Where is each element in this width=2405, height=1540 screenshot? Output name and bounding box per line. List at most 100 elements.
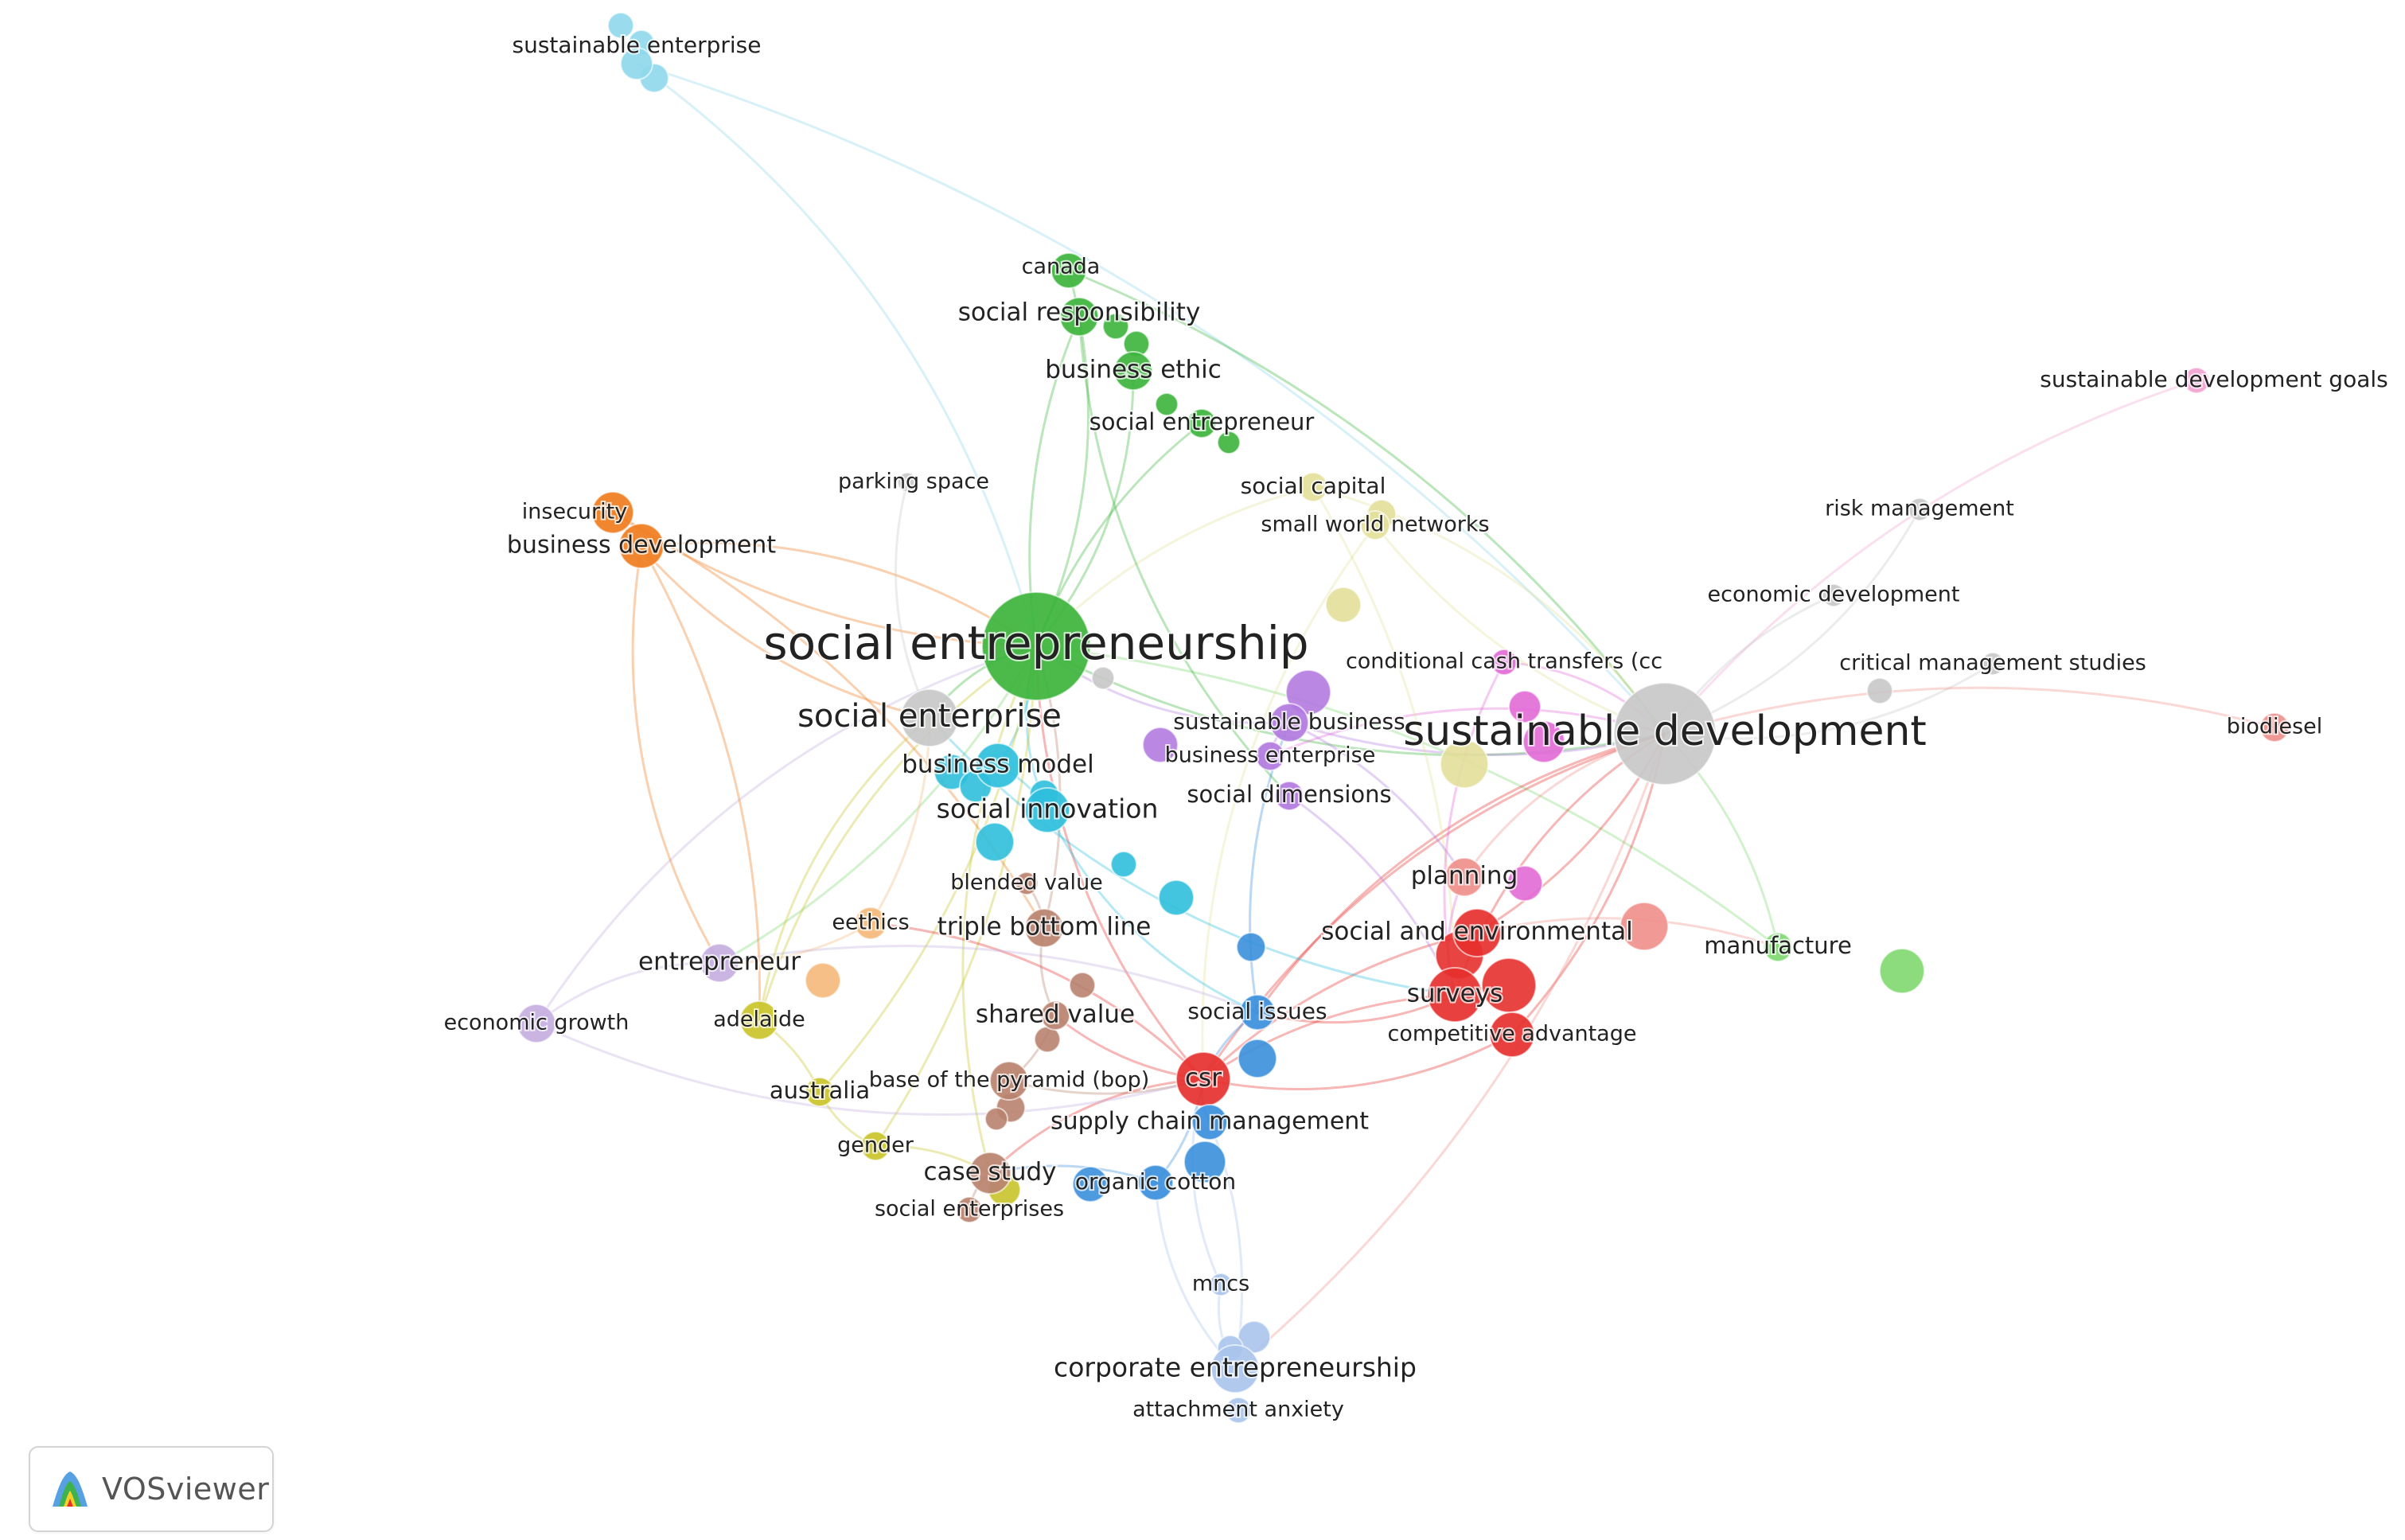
node-blended-value[interactable] — [1015, 871, 1039, 895]
node-sustainable-development-goals[interactable] — [2183, 367, 2210, 394]
node-unlabeled-12[interactable] — [1142, 727, 1179, 763]
node-social-innovation[interactable] — [1024, 787, 1070, 833]
node-unlabeled-29[interactable] — [1069, 972, 1096, 999]
node-shared-value[interactable] — [1040, 1000, 1070, 1031]
node-base-of-the-pyramid[interactable] — [989, 1061, 1029, 1101]
label-social-enterprise: social enterprise — [797, 698, 1062, 735]
node-business-development[interactable] — [618, 523, 665, 569]
node-unlabeled-6[interactable] — [1155, 392, 1179, 416]
node-surveys[interactable] — [1427, 967, 1483, 1023]
label-sustainable-business: sustainable business — [1173, 708, 1405, 735]
node-planning[interactable] — [1444, 857, 1484, 897]
node-triple-bottom-line[interactable] — [1024, 908, 1064, 948]
node-unlabeled-20[interactable] — [975, 822, 1015, 862]
label-business-ethic: business ethic — [1045, 356, 1222, 384]
node-social-issues[interactable] — [1239, 994, 1276, 1031]
link-social-entrepreneurship-business-development — [641, 541, 1037, 648]
node-unlabeled-28[interactable] — [1879, 948, 1925, 994]
node-parking-space[interactable] — [897, 472, 918, 493]
network-nodes — [516, 12, 2290, 1424]
link-entrepreneur-social-issues — [719, 945, 1258, 1014]
node-business-model[interactable] — [975, 743, 1021, 789]
node-supply-chain-management[interactable] — [1191, 1104, 1228, 1140]
node-social-entrepreneur[interactable] — [1187, 408, 1217, 439]
link-social-entrepreneurship-entrepreneur — [719, 645, 1038, 965]
node-sustainable-business[interactable] — [1269, 703, 1309, 743]
link-canada-sustainable-development — [1068, 269, 1666, 735]
node-unlabeled-24[interactable] — [1620, 902, 1669, 951]
link-business-development-entrepreneur — [631, 545, 721, 964]
node-canada[interactable] — [1050, 252, 1087, 289]
node-case-study[interactable] — [969, 1152, 1012, 1195]
node-attachment-anxiety[interactable] — [1225, 1397, 1252, 1424]
node-manufacture[interactable] — [1763, 932, 1793, 962]
node-unlabeled-14[interactable] — [1522, 720, 1565, 763]
node-social-enterprise[interactable] — [900, 688, 959, 747]
link-social-responsibility-social-dimensions — [1078, 316, 1291, 797]
link-social-entrepreneurship-insecurity — [612, 511, 1037, 648]
link-entrepreneur-economic-growth — [536, 961, 720, 1025]
link-sustainable-development-corporate-entrepreneurship — [1234, 733, 1666, 1370]
link-sustainable-development-business-enterprise — [1269, 707, 1666, 758]
node-unlabeled-4[interactable] — [1102, 313, 1129, 340]
node-sustainable-development[interactable] — [1613, 682, 1717, 786]
node-unlabeled-25[interactable] — [1507, 865, 1543, 902]
node-conditional-cash-transfers[interactable] — [1491, 649, 1518, 676]
label-base-of-the-pyramid: base of the pyramid (bop) — [869, 1068, 1150, 1093]
node-unlabeled-15[interactable] — [1440, 739, 1489, 789]
node-insecurity[interactable] — [591, 491, 634, 534]
label-risk-management: risk management — [1825, 497, 2014, 521]
node-business-ethic[interactable] — [1113, 351, 1153, 391]
node-gender[interactable] — [860, 1131, 891, 1161]
node-business-enterprise[interactable] — [1255, 741, 1285, 771]
link-small-world-networks-csr — [1201, 524, 1377, 1080]
node-economic-growth[interactable] — [516, 1004, 556, 1043]
node-unlabeled-7[interactable] — [1217, 431, 1241, 454]
node-social-and-environmental[interactable] — [1452, 908, 1502, 957]
node-competitive-advantage[interactable] — [1489, 1012, 1535, 1058]
label-mncs: mncs — [1192, 1272, 1249, 1296]
node-social-capital[interactable] — [1298, 472, 1328, 502]
link-csr-social-and-environmental — [1202, 931, 1478, 1081]
node-risk-management[interactable] — [1908, 497, 1931, 521]
node-unlabeled-23[interactable] — [1236, 932, 1266, 962]
node-entrepreneur[interactable] — [700, 943, 739, 983]
node-biodiesel[interactable] — [2259, 712, 2290, 743]
node-mncs[interactable] — [1209, 1273, 1233, 1296]
link-social-entrepreneurship-adelaide — [758, 645, 1037, 1021]
node-eethics[interactable] — [854, 906, 887, 940]
node-unlabeled-38[interactable] — [1238, 1320, 1271, 1354]
node-unlabeled-1[interactable] — [607, 12, 634, 39]
node-unlabeled-21[interactable] — [1110, 851, 1137, 878]
node-organic-cotton[interactable] — [1137, 1164, 1174, 1201]
node-small-world-networks[interactable] — [1360, 510, 1390, 540]
node-corporate-entrepreneurship[interactable] — [1210, 1344, 1260, 1394]
node-unlabeled-11[interactable] — [1285, 669, 1331, 715]
node-unlabeled-33[interactable] — [805, 962, 841, 999]
node-unlabeled-16[interactable] — [1866, 677, 1893, 704]
node-unlabeled-35[interactable] — [1183, 1140, 1226, 1183]
label-social-entrepreneurship: social entrepreneurship — [763, 616, 1308, 670]
node-critical-management-studies[interactable] — [1981, 652, 2005, 676]
link-parking-space-social-enterprise — [895, 481, 931, 719]
node-unlabeled-9[interactable] — [1325, 587, 1362, 623]
link-social-entrepreneurship-manufacture — [1035, 645, 1779, 949]
node-unlabeled-34[interactable] — [1238, 1039, 1277, 1078]
label-blended-value: blended value — [950, 871, 1103, 895]
node-sustainable-enterprise[interactable] — [620, 47, 653, 80]
link-social-innovation-social-issues — [1046, 809, 1258, 1014]
node-unlabeled-22[interactable] — [1158, 879, 1195, 916]
node-social-responsibility[interactable] — [1059, 297, 1099, 337]
node-unlabeled-10[interactable] — [1091, 666, 1115, 690]
node-australia[interactable] — [805, 1077, 835, 1107]
node-unlabeled-32[interactable] — [984, 1107, 1008, 1131]
node-economic-development[interactable] — [1822, 583, 1846, 607]
label-biodiesel: biodiesel — [2227, 715, 2323, 739]
node-social-dimensions[interactable] — [1274, 781, 1304, 811]
node-unlabeled-13[interactable] — [1508, 690, 1542, 723]
node-social-entrepreneurship[interactable] — [981, 591, 1091, 701]
node-adelaide[interactable] — [739, 1000, 779, 1040]
node-social-enterprises[interactable] — [956, 1196, 983, 1223]
node-unlabeled-36[interactable] — [1072, 1166, 1109, 1203]
label-triple-bottom-line: triple bottom line — [937, 913, 1152, 942]
